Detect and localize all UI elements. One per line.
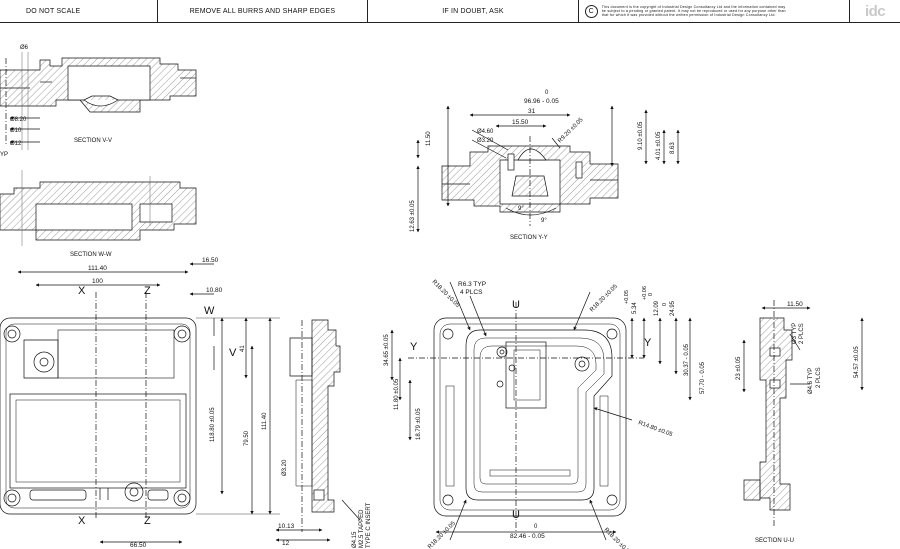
dim-text: R6.3 TYP (458, 281, 486, 288)
dim-text: 4.01 ±0.05 (656, 131, 662, 160)
logo-text: idc (864, 2, 886, 20)
insert-note: M2.5 TAPPED (359, 509, 365, 548)
dim-text: 0 (545, 90, 549, 96)
dim-text: 0 (648, 293, 654, 296)
section-u-u-label: SECTION U-U (755, 538, 794, 544)
dim-text: 12 (282, 540, 290, 547)
dim-text: 15.50 (512, 119, 529, 126)
copyright-text: This document is the copyright of Indust… (601, 4, 786, 18)
dim-text: R14.80 ±0.05 (637, 420, 673, 438)
insert-note: TYPE C INSERT (366, 502, 372, 548)
dim-text: 11.50 (426, 131, 432, 146)
note-text: IF IN DOUBT, ASK (442, 7, 504, 15)
side-view (275, 319, 361, 542)
dim-text: 54.57 ±0.05 (854, 346, 860, 378)
section-marker: Z (144, 515, 151, 527)
copyright-icon: C (584, 4, 598, 18)
section-marker: U (512, 509, 520, 521)
section-w-w (0, 170, 197, 246)
section-marker: W (204, 305, 215, 317)
dim-text: R18.20 ±0.05 (431, 279, 461, 309)
dim-text: 96.96 - 0.05 (524, 98, 559, 105)
dim-text: Ø12 (10, 141, 22, 147)
dim-text: 79.50 (244, 430, 250, 446)
section-marker: X (78, 285, 86, 297)
dim-text: 66.50 (130, 542, 147, 549)
dim-text: 118.80 ±0.05 (210, 407, 216, 442)
dim-text: 10.13 (278, 523, 295, 530)
dim-text: 11.80 ±0.05 (394, 378, 400, 410)
section-y-y-label: SECTION Y-Y (510, 235, 548, 241)
angle-text: 9° (518, 206, 524, 212)
dim-text: Ø3.20 (282, 459, 288, 476)
note-remove-burrs: REMOVE ALL BURRS AND SHARP EDGES (158, 0, 369, 22)
dim-text: +0.05 (624, 290, 630, 304)
dim-text: 11.50 (787, 301, 803, 308)
dim-text: 41 (240, 345, 246, 352)
dim-text: 12.09 (654, 300, 660, 316)
dim-text: 0 (662, 303, 668, 306)
dim-text: 34.65 ±0.05 (384, 334, 390, 366)
dim-text: 24.95 (670, 300, 676, 316)
section-w-w-label: SECTION W-W (70, 252, 112, 258)
section-marker: X (78, 515, 86, 527)
dim-text: Ø3 TYP (792, 323, 798, 344)
dim-text: 31 (528, 108, 536, 115)
dim-text: Ø3.20 (477, 138, 494, 144)
dim-text: 57.70 - 0.05 (700, 361, 706, 394)
insert-note: Ø4.15 (352, 531, 358, 548)
section-marker: U (512, 299, 520, 311)
dim-text: 82.46 - 0.05 (510, 533, 545, 540)
dim-text: Ø8.20 (10, 117, 27, 123)
dim-text: 12.63 ±0.05 (410, 200, 416, 232)
dim-text: Ø10 (10, 128, 22, 134)
dim-text: 10.80 (206, 287, 223, 294)
section-v-v (0, 52, 197, 150)
section-marker: Y (410, 341, 418, 353)
dim-text: R18.20 ±0.05 (603, 527, 633, 549)
dim-text: +0.06 (642, 286, 648, 300)
section-v-v-label: SECTION V-V (74, 138, 112, 144)
dim-text: R18.20 ±0.05 (589, 283, 619, 313)
top-view (390, 281, 692, 541)
section-marker: Y (644, 337, 652, 349)
note-text: REMOVE ALL BURRS AND SHARP EDGES (189, 7, 336, 15)
note-text: DO NOT SCALE (26, 7, 81, 15)
dim-text: 30.37 - 0.05 (684, 343, 690, 376)
note-do-not-scale: DO NOT SCALE (0, 0, 158, 22)
section-marker: V (229, 347, 237, 359)
dim-text: 23 ±0.05 (736, 356, 742, 380)
dim-text: Ø4.60 (477, 129, 494, 135)
angle-text: 9° (541, 218, 547, 224)
dim-text: 18.79 ±0.05 (416, 408, 422, 440)
dim-text: 2 PLCS (799, 323, 805, 344)
copyright-block: C This document is the copyright of Indu… (579, 0, 851, 22)
section-u-u (742, 300, 864, 526)
dim-text: 0 (534, 524, 538, 530)
company-logo: idc (850, 0, 900, 22)
dim-text: Ø6 (20, 45, 29, 51)
section-marker: Z (144, 285, 151, 297)
dim-text: Ø4.6 TYP (808, 368, 814, 394)
title-block: DO NOT SCALE REMOVE ALL BURRS AND SHARP … (0, 0, 900, 23)
dim-text: R18.20 ±0.05 (427, 520, 457, 549)
note-if-in-doubt: IF IN DOUBT, ASK (368, 0, 579, 22)
dim-text: 111.40 (88, 265, 107, 272)
dim-text: 4 PLCS (460, 289, 483, 296)
dim-text: YP (0, 152, 8, 158)
dim-text: 5.34 (632, 302, 638, 314)
section-y-y (416, 105, 680, 233)
front-view (0, 262, 280, 544)
dim-text: 9.10 ±0.05 (638, 121, 644, 150)
dim-text: 16.50 (202, 257, 219, 264)
dim-text: 111.40 (262, 412, 268, 430)
dim-text: 8.63 (670, 142, 676, 154)
dim-text: 2 PLCS (816, 367, 822, 388)
dim-text: 100 (92, 278, 103, 285)
dim-text: R9.20 ±0.05 (557, 117, 585, 145)
